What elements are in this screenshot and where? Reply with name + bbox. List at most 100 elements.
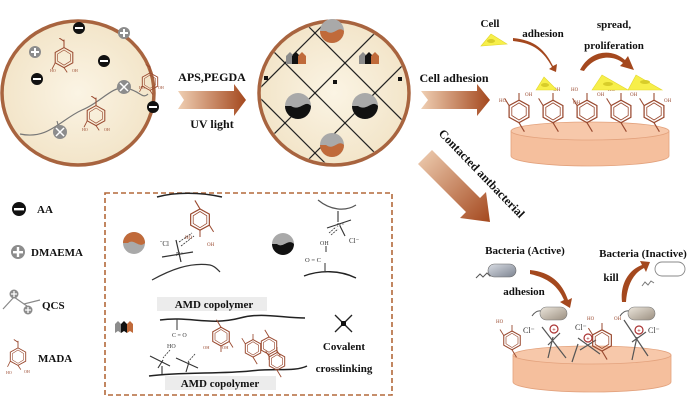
monomer-solution-circle: HO OH HO OH HO OH bbox=[0, 19, 164, 167]
svg-text:O = C: O = C bbox=[305, 257, 321, 264]
bacteria-inactive-icon bbox=[641, 261, 686, 287]
cell-icon bbox=[591, 74, 630, 91]
cell-adhesion-label: Cell adhesion bbox=[419, 71, 488, 85]
svg-text:HO: HO bbox=[50, 68, 56, 73]
proliferation-curved-arrow bbox=[580, 52, 634, 71]
svg-text:HO: HO bbox=[139, 85, 145, 90]
svg-text:OH: OH bbox=[72, 68, 78, 73]
aa-minus-icon bbox=[73, 22, 85, 34]
arrow-shape bbox=[178, 84, 246, 116]
crosslink-node bbox=[264, 76, 268, 80]
arrow-shape bbox=[418, 150, 490, 222]
svg-text:OH: OH bbox=[597, 93, 605, 98]
svg-text:OH: OH bbox=[525, 93, 533, 98]
svg-text:DMAEMA: DMAEMA bbox=[31, 247, 83, 259]
polymer-backbone bbox=[148, 365, 308, 377]
legend-item-qcs: QCS bbox=[2, 289, 65, 315]
cation-anion-interaction-icon bbox=[352, 93, 378, 119]
cell-label: Cell bbox=[481, 18, 500, 30]
adhesion-label: adhesion bbox=[522, 28, 564, 40]
catechol-cation-interaction-icon bbox=[320, 133, 344, 157]
circle-boundary bbox=[0, 19, 156, 167]
positive-charge-icon: + bbox=[583, 333, 593, 343]
substrate-disc bbox=[510, 121, 670, 167]
reagent-label: APS,PEGDA bbox=[178, 70, 246, 84]
catechol-group bbox=[190, 199, 215, 238]
svg-text:OH: OH bbox=[630, 93, 638, 98]
amd-copolymer-label: AMD copolymer bbox=[181, 378, 260, 390]
bacteria-adhered-icon bbox=[531, 306, 568, 321]
qcs-chain bbox=[19, 87, 149, 136]
interaction-mechanisms-box: ˉCl N⁺ HO OH N⁺ Cl⁻ OH O = C AMD copolym… bbox=[104, 192, 393, 396]
arrow-shape bbox=[421, 84, 490, 116]
bacteria-adhered-icon bbox=[619, 306, 656, 321]
quaternary-ammonium-groups bbox=[541, 319, 649, 363]
dmaema-plus-icon bbox=[29, 46, 41, 58]
bacteria-active-icon bbox=[475, 263, 517, 279]
svg-text:OH: OH bbox=[664, 99, 672, 104]
cation-anion-interaction-icon bbox=[272, 233, 294, 255]
hydrogen-bond-icon bbox=[115, 321, 133, 333]
bacteria-adhesion-label: adhesion bbox=[503, 286, 545, 298]
proliferation-label: proliferation bbox=[584, 40, 644, 52]
svg-text:OH: OH bbox=[158, 85, 164, 90]
svg-text:OH: OH bbox=[104, 127, 110, 132]
reaction-arrow: APS,PEGDA UV light bbox=[178, 70, 246, 131]
svg-text:OH: OH bbox=[203, 345, 210, 350]
crosslink-node bbox=[398, 77, 402, 81]
dashed-border bbox=[104, 192, 393, 396]
bacteria-inactive-label: Bacteria (Inactive) bbox=[599, 248, 687, 260]
chloride-label: Cl⁻ bbox=[523, 326, 535, 335]
svg-text:HO: HO bbox=[496, 320, 504, 325]
svg-text:OH: OH bbox=[553, 88, 561, 93]
svg-text:HO: HO bbox=[167, 344, 176, 350]
catechol-cation-interaction-icon bbox=[320, 19, 344, 43]
chloride-label: Cl⁻ bbox=[648, 326, 660, 335]
dmaema-plus-icon bbox=[118, 27, 130, 39]
svg-text:HO: HO bbox=[587, 317, 595, 322]
aa-minus-icon bbox=[98, 55, 110, 67]
svg-text:HO: HO bbox=[185, 236, 193, 241]
svg-text:OH: OH bbox=[207, 243, 215, 248]
hydrogen-bond-icon bbox=[286, 52, 306, 64]
svg-text:OH: OH bbox=[614, 317, 622, 322]
svg-text:AA: AA bbox=[37, 204, 53, 216]
crosslinking-label: crosslinking bbox=[316, 363, 373, 375]
cation-anion-interaction-icon bbox=[285, 93, 311, 119]
copolymer-label-box bbox=[157, 297, 267, 311]
aa-minus-icon bbox=[31, 73, 43, 85]
cell-icon bbox=[627, 74, 664, 91]
polymer-backbone bbox=[159, 314, 306, 322]
svg-text:HO: HO bbox=[608, 88, 616, 93]
cell-adhesion-panel: HO OH OH OH HO OH HO OH OH Cell adhesion bbox=[480, 18, 672, 167]
ammonium-label: N⁺ bbox=[176, 251, 184, 258]
cell-icon bbox=[480, 33, 508, 47]
substrate-disc bbox=[512, 345, 672, 393]
svg-text:+: + bbox=[637, 329, 641, 335]
chloride-label: Cl⁻ bbox=[349, 237, 360, 245]
svg-text:HO: HO bbox=[82, 127, 88, 132]
adhesion-curved-arrow bbox=[530, 270, 572, 308]
svg-text:HO: HO bbox=[571, 88, 579, 93]
minus-circle-icon bbox=[12, 202, 26, 216]
amd-copolymer-label: AMD copolymer bbox=[175, 299, 254, 311]
svg-text:+: + bbox=[552, 328, 556, 334]
condition-label: UV light bbox=[190, 117, 233, 131]
legend-item-dmaema: DMAEMA bbox=[11, 245, 83, 259]
svg-text:QCS: QCS bbox=[42, 300, 65, 312]
svg-text:+: + bbox=[586, 337, 590, 343]
qcs-chain-icon bbox=[2, 289, 41, 315]
aa-minus-icon bbox=[147, 101, 159, 113]
chloride-label: ˉCl bbox=[160, 240, 169, 248]
cell-icon bbox=[535, 76, 558, 91]
bacteria-panel: HO HO OH + + + Cl⁻ Cl⁻ Cl⁻ Bacteria (Act… bbox=[475, 245, 687, 393]
covalent-label: Covalent bbox=[323, 341, 366, 353]
catechol-icon bbox=[7, 339, 27, 371]
cell-adhesion-arrow: Cell adhesion bbox=[419, 71, 490, 116]
svg-text:OH: OH bbox=[222, 345, 229, 350]
legend-item-aa: AA bbox=[12, 202, 53, 216]
svg-text:OH: OH bbox=[573, 101, 581, 106]
spread-label: spread, bbox=[597, 19, 632, 31]
